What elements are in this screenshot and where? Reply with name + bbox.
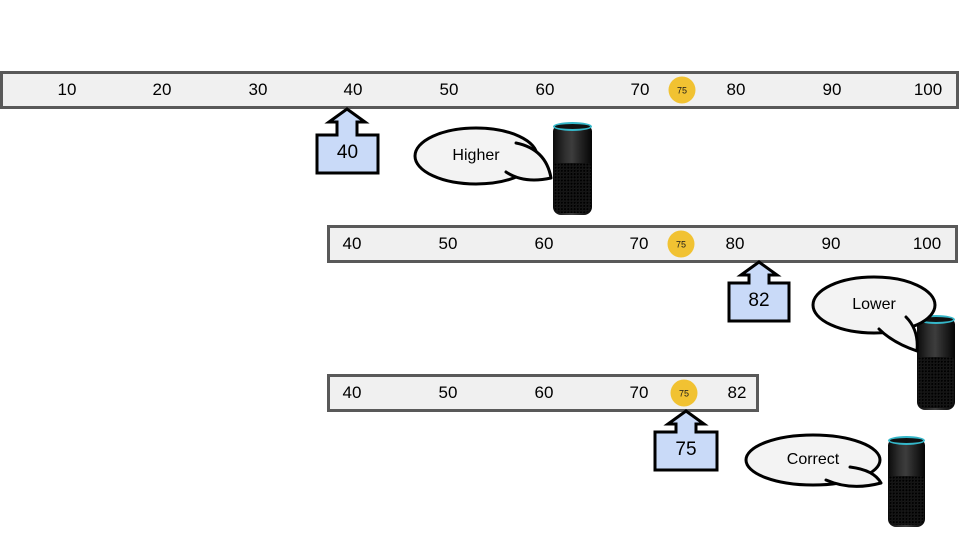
- number-line-range-40-to-100: 40 50 60 70 80 90 100 75: [327, 225, 958, 263]
- number-line-range-10-to-100: 10 20 30 40 50 60 70 80 90 100 75: [0, 71, 959, 109]
- guess-value: 40: [336, 142, 359, 163]
- number-line-label: 60: [534, 234, 554, 253]
- guess-callout: 75: [653, 409, 719, 472]
- echo-light-ring: [553, 122, 592, 131]
- speech-bubble-shape: [744, 433, 883, 488]
- target-number-marker: 75: [668, 76, 696, 104]
- number-line-label: 60: [534, 383, 554, 402]
- amazon-echo-2-device: [917, 315, 955, 410]
- target-number-marker: 75: [667, 230, 695, 258]
- guess-value: 82: [748, 290, 770, 311]
- speech-bubble-tail: [877, 315, 919, 353]
- speech-bubble-text: Correct: [786, 451, 840, 468]
- number-line-label: 70: [629, 383, 649, 402]
- number-line-label: 30: [248, 80, 268, 99]
- number-line-label: 100: [913, 80, 943, 99]
- number-line-label: 60: [535, 80, 555, 99]
- guess-callout: 40: [315, 107, 380, 175]
- number-line-label: 40: [342, 234, 362, 253]
- number-line-label: 50: [439, 80, 459, 99]
- guess-arrow-shape: [653, 409, 719, 472]
- amazon-echo-3-device: [888, 436, 925, 527]
- echo-speaker-grille: [918, 356, 954, 408]
- number-line-label: 40: [343, 80, 363, 99]
- echo-light-ring: [888, 436, 925, 445]
- speech-bubble-tail: [504, 141, 553, 182]
- speech-bubble-tail: [824, 465, 883, 488]
- number-line-label: 40: [342, 383, 362, 402]
- speech-bubble-text: Higher: [452, 147, 500, 164]
- number-line-label: 80: [726, 80, 746, 99]
- echo-speaker-grille: [889, 476, 924, 525]
- number-line-label: 80: [725, 234, 745, 253]
- number-line-label: 20: [152, 80, 172, 99]
- speech-bubble-text: Lower: [852, 296, 896, 313]
- number-line-range-40-to-82: 40 50 60 70 82 75: [327, 374, 759, 412]
- number-line-label: 90: [822, 80, 842, 99]
- number-line-label: 50: [438, 234, 458, 253]
- speech-bubble-shape: [413, 126, 553, 186]
- number-line-label: 70: [630, 80, 650, 99]
- target-number-marker: 75: [670, 379, 698, 407]
- number-line-label: 82: [727, 383, 747, 402]
- amazon-echo-1-device: [553, 122, 592, 215]
- guess-arrow-shape: [315, 107, 380, 175]
- number-line-label: 10: [57, 80, 77, 99]
- number-line-label: 90: [821, 234, 841, 253]
- guess-arrow-shape: [727, 260, 791, 323]
- speech-bubble-shape: [811, 275, 937, 353]
- echo-speaker-grille: [554, 162, 591, 213]
- number-line-label: 100: [912, 234, 942, 253]
- guess-callout: 82: [727, 260, 791, 323]
- number-line-label: 50: [438, 383, 458, 402]
- guess-value: 75: [675, 439, 697, 460]
- number-line-label: 70: [629, 234, 649, 253]
